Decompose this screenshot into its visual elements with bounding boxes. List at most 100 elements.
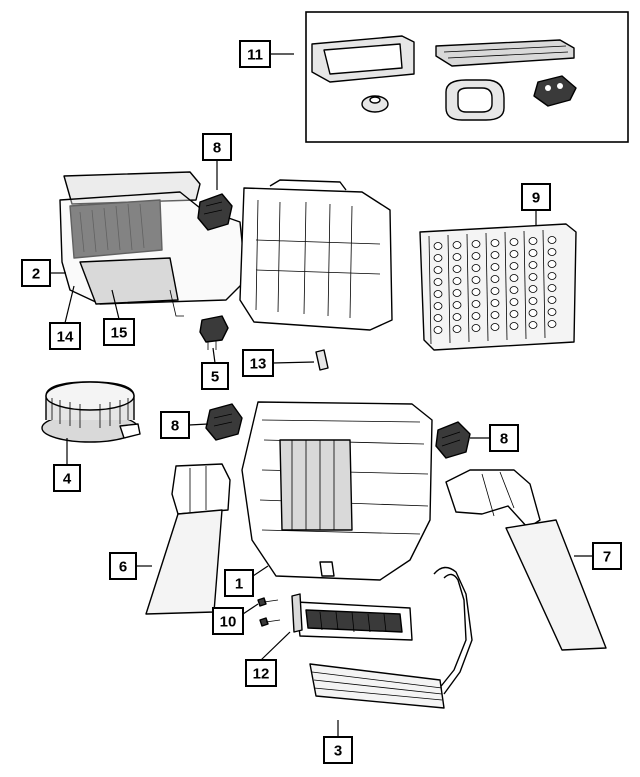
- callout-box: [21, 259, 51, 287]
- evaporator-tube: [528, 321, 538, 329]
- callout-c1: 1: [224, 569, 254, 597]
- evaporator-tube: [433, 302, 443, 310]
- evaporator-tube: [433, 242, 443, 250]
- evaporator-tube: [471, 264, 481, 272]
- evaporator-tube: [452, 289, 462, 297]
- callout-box: [239, 40, 271, 68]
- actuator-upper: [197, 193, 233, 231]
- callout-c12: 12: [245, 659, 277, 687]
- filter-frame-part: [311, 35, 415, 83]
- evaporator-tube: [509, 274, 519, 282]
- callout-box: [489, 424, 519, 452]
- evaporator-fin: [523, 230, 527, 340]
- callout-c9: 9: [521, 183, 551, 211]
- evaporator-tube: [528, 285, 538, 293]
- callout-number: 12: [253, 666, 270, 683]
- evaporator-tube: [433, 290, 443, 298]
- callout-number: 7: [603, 549, 611, 566]
- evaporator-tube: [490, 311, 500, 319]
- evaporator-tube: [547, 308, 557, 316]
- evaporator-tube: [528, 297, 538, 305]
- leader-line-c15: [111, 289, 120, 320]
- leader-line-c14: [64, 285, 75, 324]
- callout-c3: 3: [323, 736, 353, 764]
- evaporator-fin: [428, 235, 432, 345]
- hvac-housing-upper: [59, 171, 393, 331]
- callout-number: 2: [32, 266, 40, 283]
- evaporator-tube: [471, 240, 481, 248]
- callout-number: 10: [220, 614, 237, 631]
- clip-part: [315, 349, 329, 371]
- hvac-case-main: [241, 401, 433, 581]
- callout-number: 5: [211, 369, 219, 386]
- evaporator-tube: [509, 238, 519, 246]
- evaporator-tube: [490, 251, 500, 259]
- evaporator-tube: [528, 249, 538, 257]
- connector-part: [533, 75, 577, 107]
- evaporator-tube: [490, 239, 500, 247]
- callout-box: [109, 552, 137, 580]
- evaporator-tube: [528, 309, 538, 317]
- callout-box: [49, 322, 81, 350]
- evaporator-tube: [509, 286, 519, 294]
- callout-c6: 6: [109, 552, 137, 580]
- filter-kit-box: [305, 11, 629, 143]
- evaporator-tube: [433, 254, 443, 262]
- evaporator-fin: [447, 234, 451, 344]
- grommet-part: [361, 95, 389, 113]
- callout-number: 8: [171, 418, 179, 435]
- callout-c2: 2: [21, 259, 51, 287]
- leader-line-c10: [242, 603, 259, 615]
- evaporator-core: [419, 223, 577, 351]
- evaporator-tube: [433, 314, 443, 322]
- callout-c13: 13: [242, 349, 274, 377]
- callout-box: [323, 736, 353, 764]
- evaporator-tube: [452, 241, 462, 249]
- evaporator-tube: [509, 310, 519, 318]
- leader-line-c5: [212, 347, 216, 364]
- callout-c4: 4: [53, 464, 81, 492]
- evaporator-tube: [547, 236, 557, 244]
- evaporator-tube: [490, 287, 500, 295]
- callout-number: 14: [57, 329, 74, 346]
- callout-box: [160, 411, 190, 439]
- callout-number: 11: [247, 47, 263, 64]
- evaporator-fin: [504, 231, 508, 341]
- callout-number: 3: [334, 743, 342, 760]
- actuator-right: [435, 421, 471, 459]
- evaporator-tube: [490, 323, 500, 331]
- leader-line-c8b: [188, 423, 209, 426]
- evaporator-fin: [485, 232, 489, 342]
- evaporator-tube: [471, 324, 481, 332]
- callout-number: 13: [250, 356, 267, 373]
- evaporator-tube: [433, 326, 443, 334]
- callout-box: [212, 607, 244, 635]
- evaporator-tube: [452, 325, 462, 333]
- callout-number: 4: [63, 471, 72, 488]
- callout-c15: 15: [103, 318, 135, 346]
- blower-resistor: [199, 315, 229, 350]
- actuator-left: [205, 403, 243, 441]
- callout-box: [53, 464, 81, 492]
- evaporator-tube: [509, 298, 519, 306]
- evaporator-tube: [471, 288, 481, 296]
- leader-line-c1: [252, 565, 269, 577]
- evaporator-tube: [471, 300, 481, 308]
- evaporator-tube: [452, 277, 462, 285]
- evaporator-tube: [452, 313, 462, 321]
- callout-box: [103, 318, 135, 346]
- evaporator-tube: [547, 260, 557, 268]
- evaporator-tube: [547, 320, 557, 328]
- heater-core: [309, 566, 473, 709]
- leader-line-c12: [260, 631, 291, 661]
- callout-box: [521, 183, 551, 211]
- duct-right: [445, 469, 607, 651]
- evaporator-tube: [547, 248, 557, 256]
- callout-box: [242, 349, 274, 377]
- evaporator-tube: [471, 312, 481, 320]
- evaporator-tube: [471, 276, 481, 284]
- callout-number: 8: [500, 431, 508, 448]
- evaporator-tube: [509, 250, 519, 258]
- evaporator-tube: [547, 272, 557, 280]
